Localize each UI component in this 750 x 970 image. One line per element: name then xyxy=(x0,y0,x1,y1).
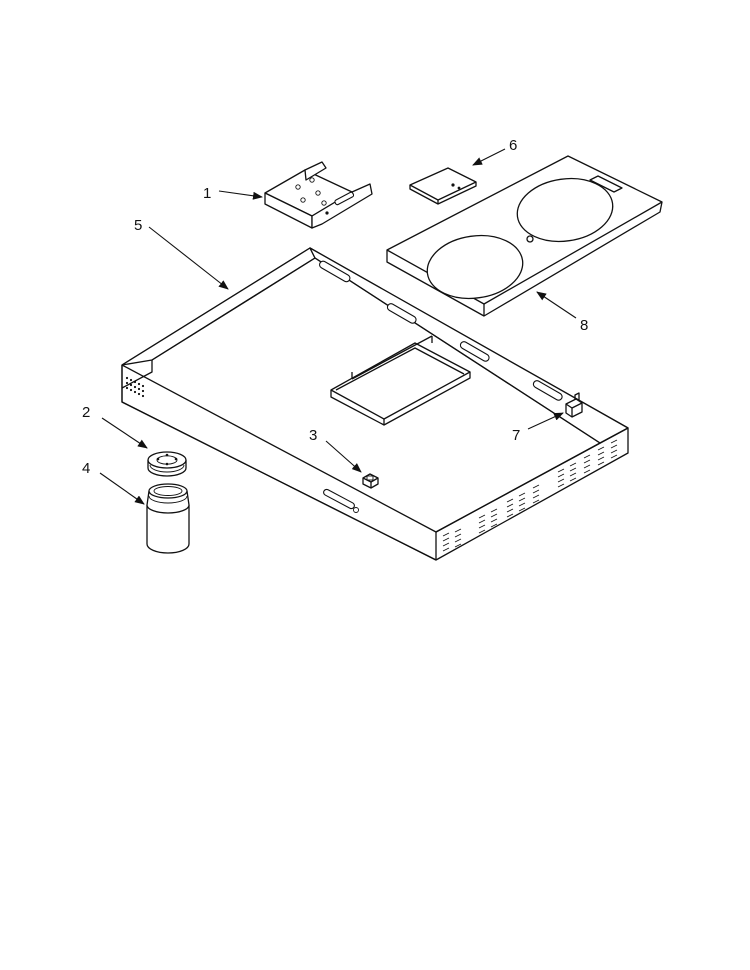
callout-2: 2 xyxy=(82,404,90,421)
top-plate-part xyxy=(386,155,663,317)
callout-7: 7 xyxy=(512,427,520,444)
callout-3: 3 xyxy=(309,427,317,444)
jar-lid-part xyxy=(147,451,187,477)
louver-vents xyxy=(442,439,618,552)
callout-8: 8 xyxy=(580,317,588,334)
callout-5: 5 xyxy=(134,217,142,234)
callout-1: 1 xyxy=(203,185,211,202)
callout-4: 4 xyxy=(82,460,90,477)
callout-leaders xyxy=(99,148,577,505)
grommet-part xyxy=(362,473,379,489)
mounting-bracket-part xyxy=(264,161,373,229)
clip-part xyxy=(565,392,583,418)
small-bracket-part xyxy=(409,167,477,205)
base-tray-part xyxy=(121,247,629,561)
jar-part xyxy=(146,483,190,554)
callout-6: 6 xyxy=(509,137,517,154)
